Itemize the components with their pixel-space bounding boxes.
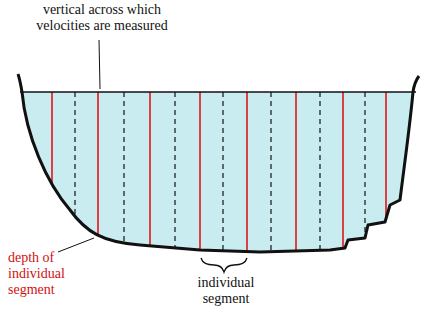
segment-label: individual segment <box>186 275 266 307</box>
segment-bracket <box>201 258 247 272</box>
measurement-verticals <box>52 92 386 270</box>
measured-vertical <box>295 92 297 270</box>
leader-line <box>58 238 94 252</box>
measured-vertical <box>385 92 387 270</box>
measured-vertical <box>342 92 344 270</box>
segment-boundary <box>270 92 271 270</box>
water-fill <box>22 92 413 252</box>
segment-boundary <box>74 92 75 270</box>
leader-line <box>99 40 100 89</box>
vertical-label: vertical across which velocities are mea… <box>22 2 182 34</box>
water-surface <box>20 91 416 93</box>
measured-vertical <box>246 92 248 270</box>
measured-vertical <box>149 92 151 270</box>
depth-label: depth of individual segment <box>8 250 80 298</box>
segment-boundary <box>174 92 175 270</box>
segment-boundary <box>364 92 365 270</box>
segment-boundary <box>319 92 320 270</box>
channel-bed <box>18 74 419 252</box>
measured-vertical <box>97 92 99 270</box>
segment-boundary <box>222 92 223 270</box>
measured-vertical <box>199 92 201 270</box>
